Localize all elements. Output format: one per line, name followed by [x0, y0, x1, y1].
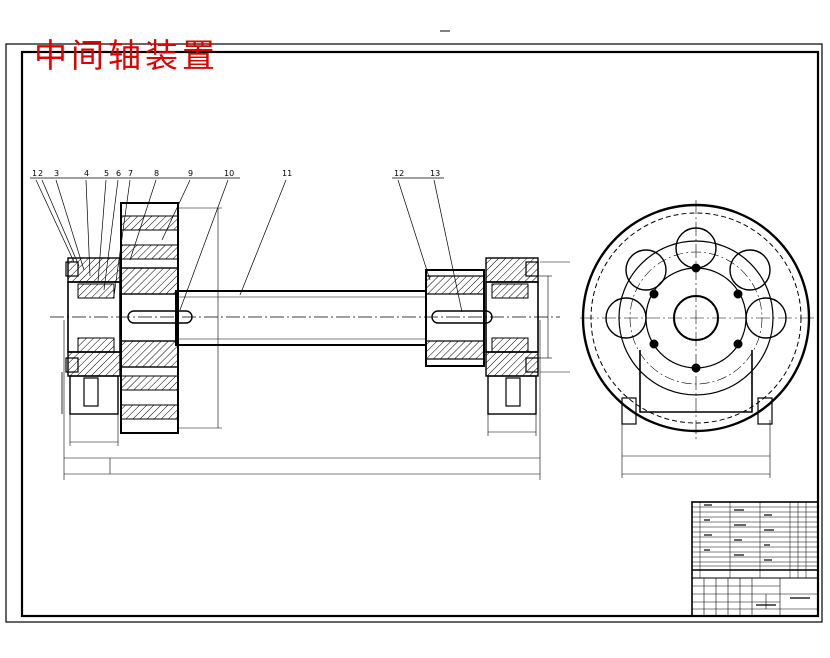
right-gear	[425, 269, 493, 367]
part-label: 4	[84, 169, 89, 178]
part-label: 13	[430, 169, 440, 178]
side-view	[580, 200, 814, 478]
part-label: 1	[32, 169, 37, 178]
part-label: 5	[104, 169, 109, 178]
part-label: 3	[54, 169, 59, 178]
inner-frame	[20, 50, 820, 618]
shaft	[175, 290, 427, 346]
left-gear	[120, 202, 179, 434]
right-bearing-housing	[485, 257, 539, 415]
part-label: 9	[188, 169, 193, 178]
leader-lines	[30, 177, 463, 313]
part-number-labels: 1 2 3 4 5 6 7 8 9 10 11 12 13	[32, 169, 440, 178]
left-bearing-housing	[61, 257, 121, 415]
part-label: 6	[116, 169, 121, 178]
key-slot-left	[127, 310, 193, 324]
part-label: 7	[128, 169, 133, 178]
part-label: 10	[224, 169, 234, 178]
outer-border	[5, 43, 823, 623]
part-label: 8	[154, 169, 159, 178]
drawing-title: 中间轴装置	[34, 36, 219, 75]
part-label: 11	[282, 169, 292, 178]
front-view	[30, 177, 570, 480]
part-label: 2	[38, 169, 43, 178]
title-block	[691, 501, 819, 617]
dimension-lines	[63, 207, 570, 480]
part-label: 12	[394, 169, 404, 178]
